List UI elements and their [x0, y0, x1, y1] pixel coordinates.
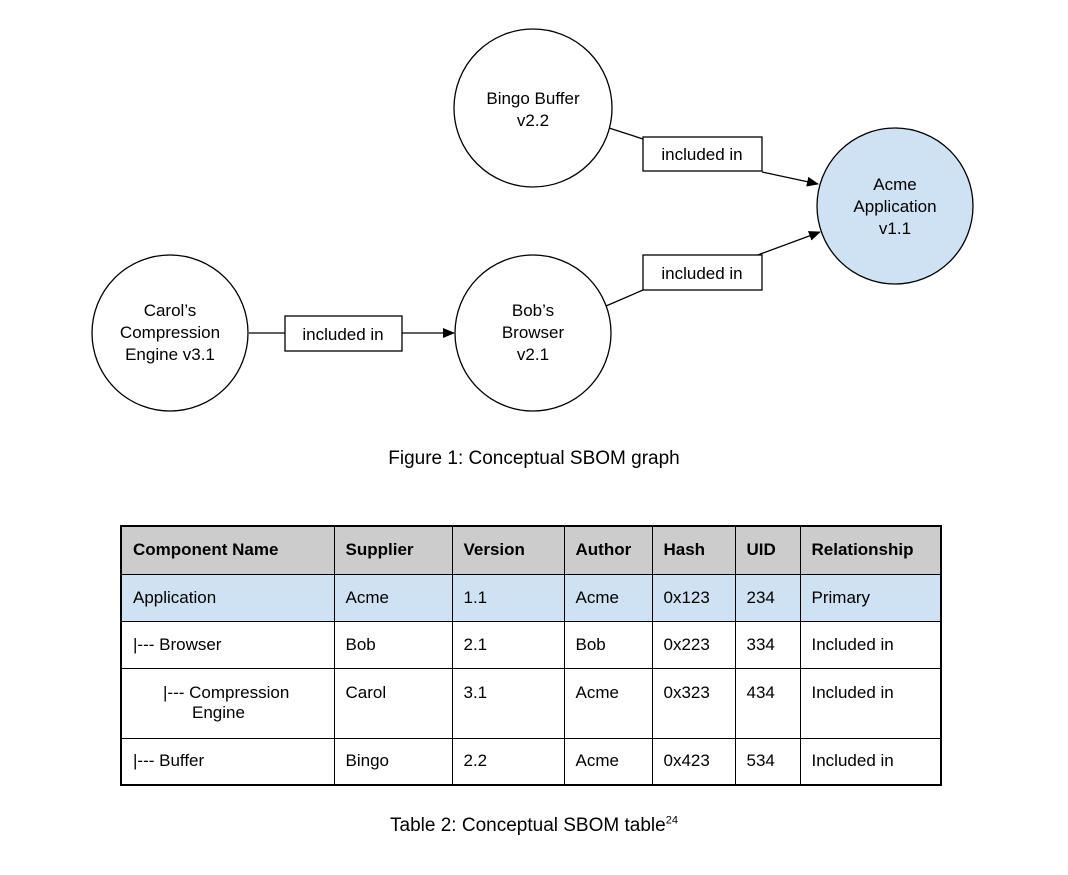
cell-uid: 534 — [734, 737, 801, 786]
column-header: Author — [563, 525, 653, 575]
node-label-line: Application — [853, 197, 936, 216]
component-name-nested: |--- Compression Engine — [133, 683, 289, 723]
node-label-line: Engine v3.1 — [125, 345, 215, 364]
cell-hash: 0x423 — [651, 737, 736, 786]
edge-label: included in — [661, 145, 742, 164]
column-header: Supplier — [333, 525, 453, 575]
table-header-row: Component Name Supplier Version Author H… — [120, 525, 942, 575]
cell-supplier: Acme — [333, 573, 453, 622]
table-caption: Table 2: Conceptual SBOM table24 — [0, 815, 1068, 837]
cell-supplier: Bob — [333, 620, 453, 669]
cell-author: Acme — [563, 573, 653, 622]
node-bingo-buffer: Bingo Buffer v2.2 — [453, 28, 613, 188]
cell-relationship: Included in — [799, 737, 942, 786]
table-caption-text: Table 2: Conceptual SBOM table — [390, 815, 666, 836]
sbom-graph: included in included in included in Bing… — [91, 28, 974, 412]
table-row: |--- Browser Bob 2.1 Bob 0x223 334 Inclu… — [120, 620, 942, 669]
cell-component-name: |--- Browser — [120, 620, 335, 669]
column-header: UID — [734, 525, 801, 575]
node-label-line: Browser — [502, 323, 565, 342]
edge-bob-to-acme: included in — [605, 231, 821, 307]
node-label-line: Compression — [120, 323, 220, 342]
cell-author: Acme — [563, 737, 653, 786]
column-header: Hash — [651, 525, 736, 575]
cell-component-name: |--- Compression Engine — [120, 667, 335, 739]
column-header: Version — [451, 525, 565, 575]
cell-relationship: Included in — [799, 620, 942, 669]
sbom-table: Component Name Supplier Version Author H… — [120, 525, 942, 786]
edge-label: included in — [661, 264, 742, 283]
cell-version: 1.1 — [451, 573, 565, 622]
cell-uid: 234 — [734, 573, 801, 622]
cell-component-name: |--- Buffer — [120, 737, 335, 786]
column-header: Relationship — [799, 525, 942, 575]
cell-supplier: Carol — [333, 667, 453, 739]
cell-relationship: Primary — [799, 573, 942, 622]
table-row: |--- Compression Engine Carol 3.1 Acme 0… — [120, 667, 942, 739]
cell-supplier: Bingo — [333, 737, 453, 786]
cell-hash: 0x223 — [651, 620, 736, 669]
edge-label: included in — [302, 325, 383, 344]
node-bobs-browser: Bob’s Browser v2.1 — [454, 254, 612, 412]
node-label-line: Acme — [873, 175, 916, 194]
table-row: Application Acme 1.1 Acme 0x123 234 Prim… — [120, 573, 942, 622]
edge-bingo-to-acme: included in — [608, 127, 819, 187]
figure-caption: Figure 1: Conceptual SBOM graph — [388, 448, 680, 469]
cell-version: 3.1 — [451, 667, 565, 739]
cell-version: 2.2 — [451, 737, 565, 786]
cell-author: Acme — [563, 667, 653, 739]
cell-uid: 434 — [734, 667, 801, 739]
cell-hash: 0x123 — [651, 573, 736, 622]
cell-component-name: Application — [120, 573, 335, 622]
component-name-line: Engine — [192, 702, 245, 722]
column-header: Component Name — [120, 525, 335, 575]
edge-carol-to-bob: included in — [249, 315, 455, 352]
node-carols-compression-engine: Carol’s Compression Engine v3.1 — [91, 254, 249, 412]
cell-version: 2.1 — [451, 620, 565, 669]
node-label-line: Bob’s — [512, 301, 554, 320]
cell-relationship: Included in — [799, 667, 942, 739]
node-label-line: v2.2 — [517, 111, 549, 130]
cell-author: Bob — [563, 620, 653, 669]
node-label-line: v1.1 — [879, 219, 911, 238]
node-label-line: Bingo Buffer — [486, 89, 580, 108]
node-label-line: v2.1 — [517, 345, 549, 364]
footnote-marker: 24 — [665, 814, 678, 827]
component-name-line: |--- Compression — [163, 682, 290, 702]
table-row: |--- Buffer Bingo 2.2 Acme 0x423 534 Inc… — [120, 737, 942, 786]
node-label-line: Carol’s — [144, 301, 197, 320]
cell-hash: 0x323 — [651, 667, 736, 739]
cell-uid: 334 — [734, 620, 801, 669]
node-acme-application: Acme Application v1.1 — [816, 127, 974, 285]
